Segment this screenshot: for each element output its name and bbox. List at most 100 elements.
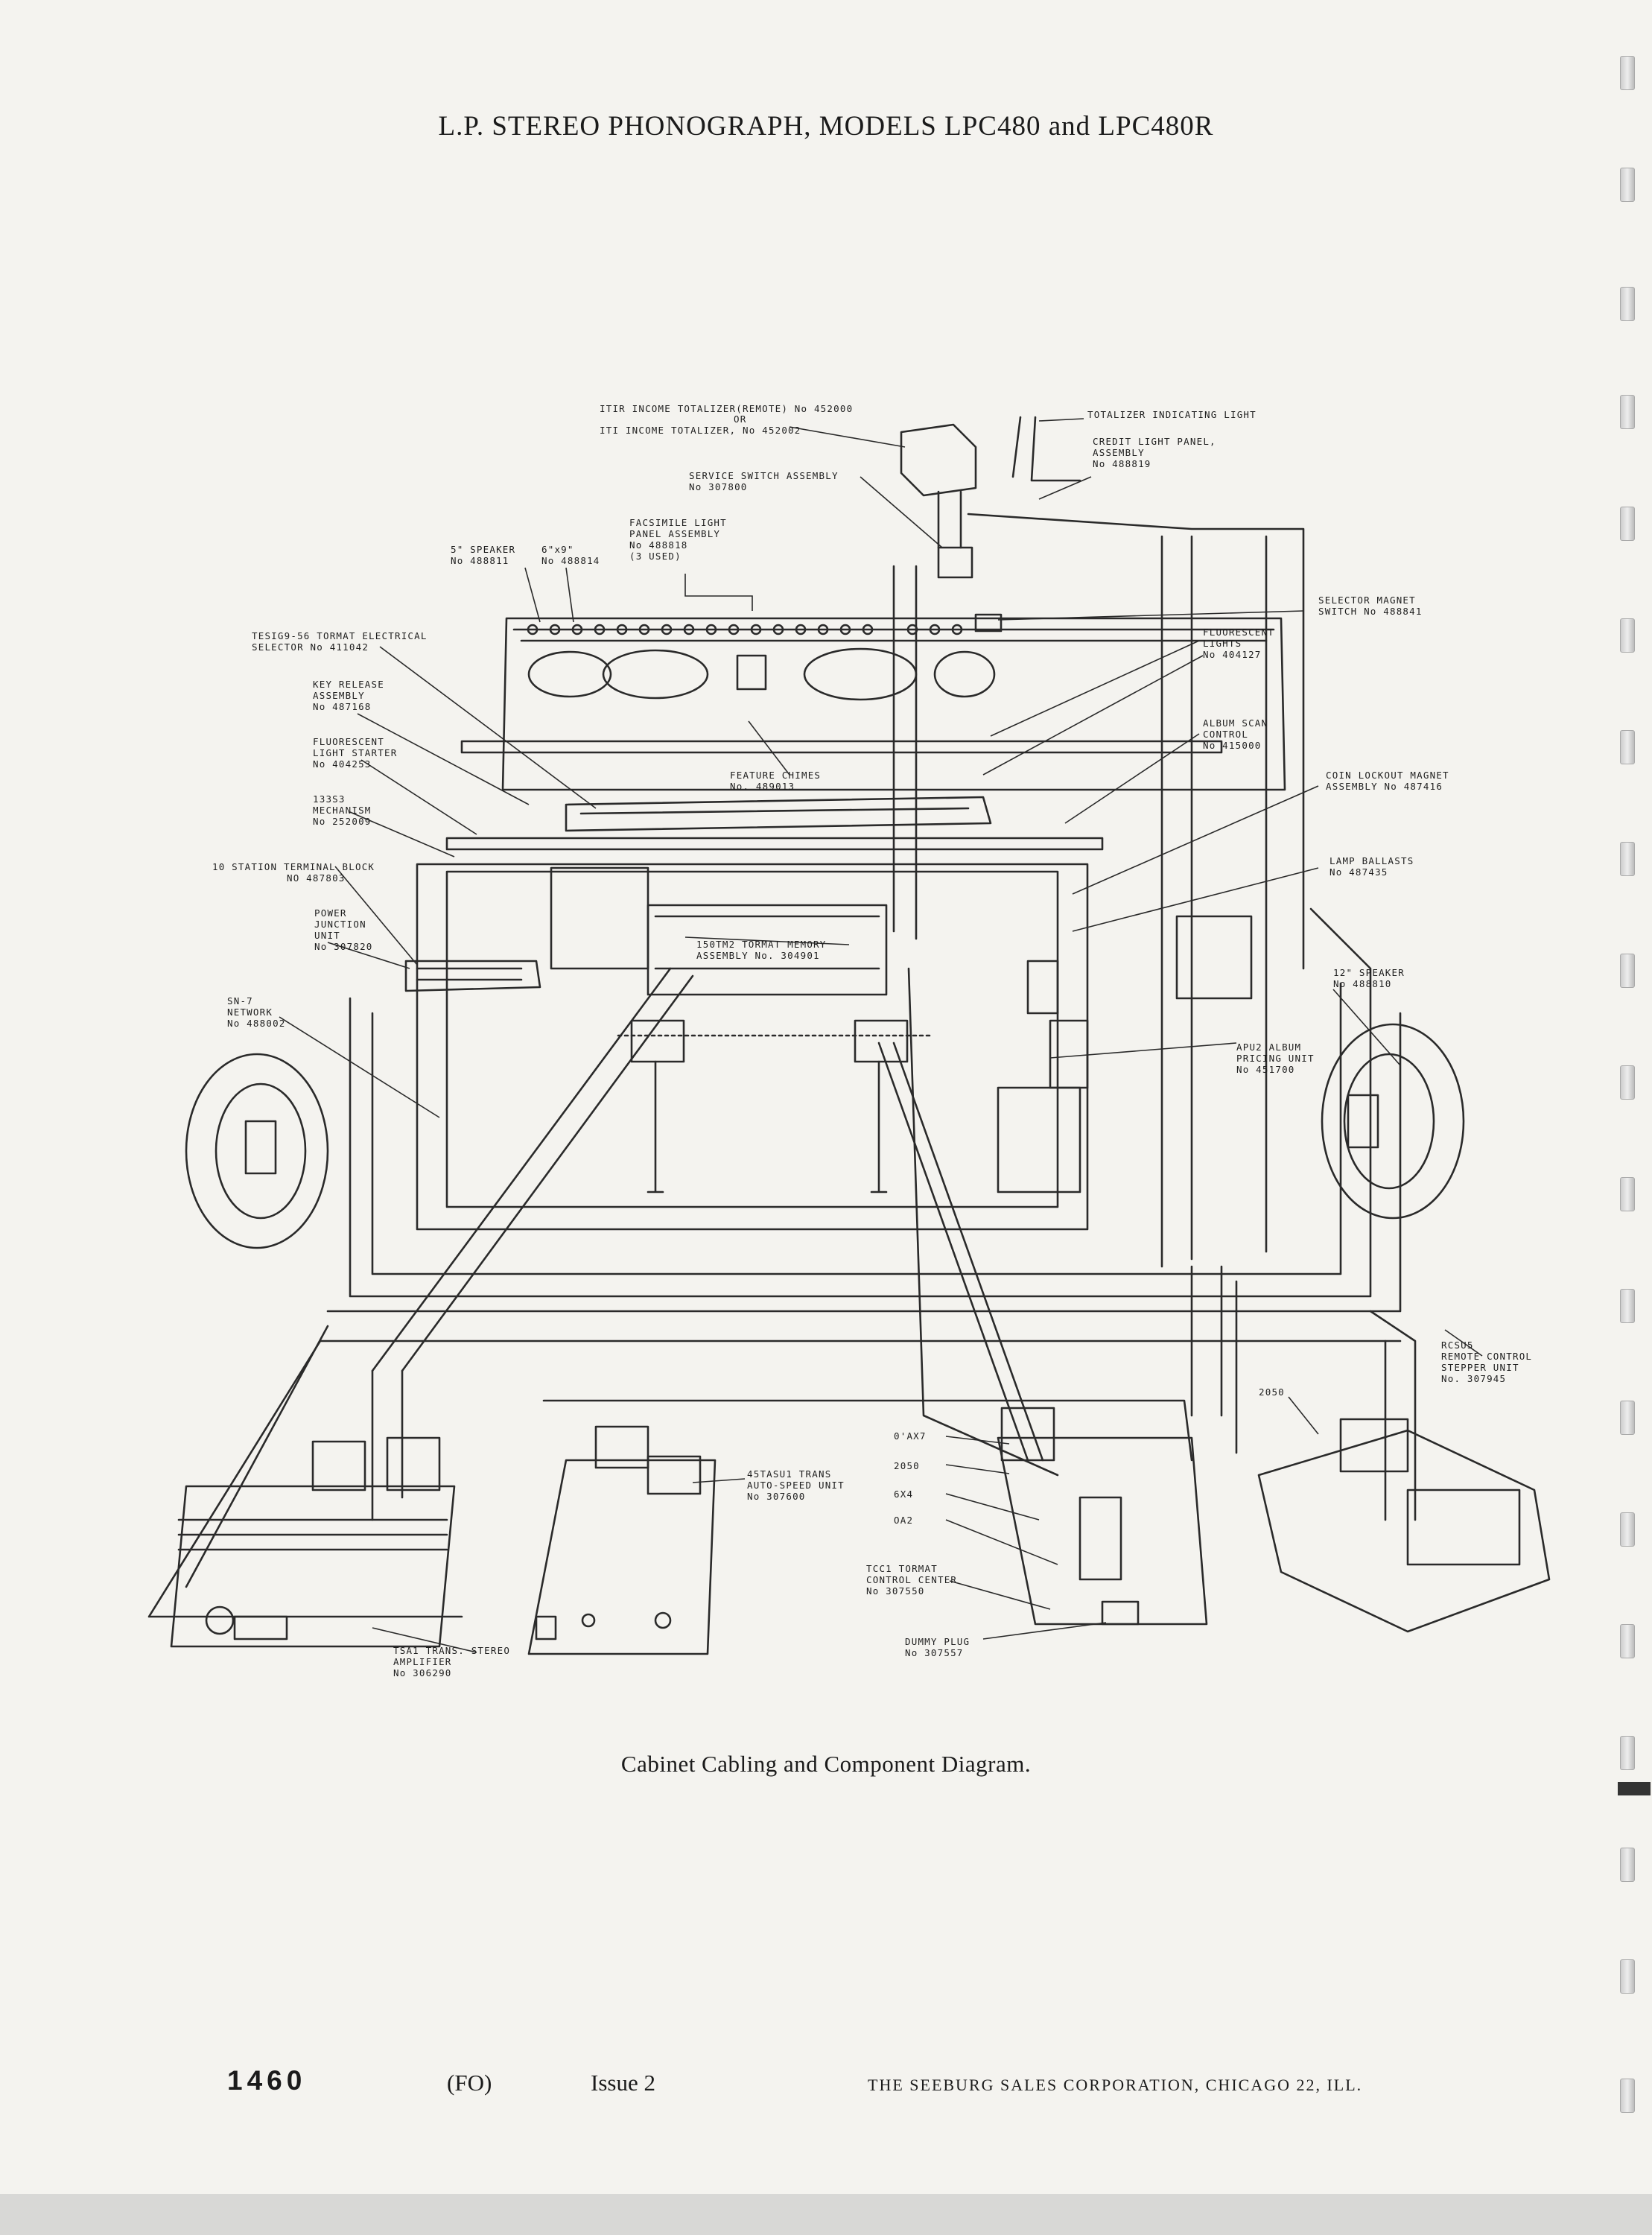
facsimile-panel-right	[803, 647, 918, 701]
label-album-scan-1: ALBUM SCAN	[1203, 717, 1268, 729]
totalizer-unit	[900, 423, 977, 497]
label-trans-1: 45TASU1 TRANS	[747, 1468, 831, 1480]
binder-ring	[1620, 1177, 1635, 1211]
label-totalizer-light: TOTALIZER INDICATING LIGHT	[1087, 409, 1257, 420]
label-key-release-3: No 487168	[313, 701, 372, 712]
label-fluor-starter-2: LIGHT STARTER	[313, 747, 397, 758]
facsimile-panel-left	[527, 650, 612, 698]
binder-ring	[1620, 168, 1635, 202]
label-facsimile-3: No 488818	[629, 539, 688, 551]
cabling-main-loop	[349, 907, 1372, 1298]
label-fluor-lights-1: FLUORESCENT	[1203, 627, 1274, 638]
label-terminal-1: 10 STATION TERMINAL BLOCK	[212, 861, 375, 872]
footer-corporation: THE SEEBURG SALES CORPORATION, CHICAGO 2…	[868, 2076, 1363, 2094]
label-terminal-2: NO 487803	[287, 872, 346, 884]
speaker-69-ellipse	[933, 650, 996, 698]
label-apu-1: APU2 ALBUM	[1236, 1042, 1301, 1053]
label-credit-panel-3: No 488819	[1093, 458, 1151, 469]
label-tube-2050a: 2050	[1259, 1386, 1285, 1398]
binder-ring	[1620, 1848, 1635, 1882]
page-number: 1460	[227, 2065, 307, 2096]
amplifier-chassis	[170, 1485, 456, 1648]
binder-ring	[1620, 1736, 1635, 1770]
label-tsa-1: TSA1 TRANS. STEREO	[393, 1645, 510, 1656]
credit-box	[736, 654, 767, 691]
label-tcc-2: CONTROL CENTER	[866, 1574, 957, 1585]
label-tsa-2: AMPLIFIER	[393, 1656, 452, 1667]
label-fluor-starter-1: FLUORESCENT	[313, 736, 384, 747]
label-iti-totalizer: ITI INCOME TOTALIZER, No 452002	[600, 425, 801, 436]
label-mech-3: No 252009	[313, 816, 372, 827]
binder-ring	[1620, 1065, 1635, 1100]
binder-ring	[1620, 1959, 1635, 1994]
label-selector-magnet-1: SELECTOR MAGNET	[1318, 595, 1416, 606]
label-spk69-1: 6"x9"	[541, 544, 574, 555]
label-fluor-lights-3: No 404127	[1203, 649, 1262, 660]
binder-ring	[1620, 1289, 1635, 1323]
lamp-ballast	[1175, 915, 1253, 1000]
label-spk12-1: 12" SPEAKER	[1333, 967, 1405, 978]
mechanism-frame	[416, 863, 1089, 1231]
stepper-chassis	[1257, 1429, 1551, 1633]
service-switch	[937, 546, 973, 579]
label-apu-2: PRICING UNIT	[1236, 1053, 1315, 1064]
label-facsimile-1: FACSIMILE LIGHT	[629, 517, 727, 528]
label-spk5-2: No 488811	[451, 555, 509, 566]
binder-ring	[1620, 618, 1635, 653]
tormat-selector-bar	[565, 796, 992, 832]
label-apu-3: No 451700	[1236, 1064, 1295, 1075]
page-title: L.P. STEREO PHONOGRAPH, MODELS LPC480 an…	[438, 111, 1214, 142]
label-album-scan-2: CONTROL	[1203, 729, 1248, 740]
bulb-row	[527, 624, 963, 635]
label-tube-0ax7: 0'AX7	[894, 1430, 927, 1442]
label-memory-1: 150TM2 TORMAT MEMORY	[696, 939, 827, 950]
label-coin-lockout-1: COIN LOCKOUT MAGNET	[1326, 770, 1449, 781]
binder-ring	[1620, 954, 1635, 988]
fluorescent-tube-lower	[445, 837, 1104, 851]
speaker-left	[185, 1053, 329, 1249]
label-key-release-1: KEY RELEASE	[313, 679, 384, 690]
label-power-2: JUNCTION	[314, 919, 366, 930]
label-service-switch-2: No 307800	[689, 481, 748, 492]
binder-ring	[1620, 842, 1635, 876]
label-rcsu-1: RCSU5	[1441, 1340, 1474, 1351]
label-itr-totalizer: ITIR INCOME TOTALIZER(REMOTE) No 452000	[600, 403, 853, 414]
label-key-release-2: ASSEMBLY	[313, 690, 365, 701]
label-tube-2050b: 2050	[894, 1460, 920, 1471]
binder-ring	[1620, 1512, 1635, 1547]
label-sn-3: No 488002	[227, 1018, 286, 1029]
binder-ring	[1620, 287, 1635, 321]
terminal-block	[404, 960, 541, 992]
label-rcsu-2: REMOTE CONTROL	[1441, 1351, 1532, 1362]
label-facsimile-4: (3 USED)	[629, 551, 682, 562]
label-mech-1: 133S3	[313, 793, 346, 805]
label-fluor-lights-2: LIGHTS	[1203, 638, 1242, 649]
label-credit-panel-1: CREDIT LIGHT PANEL,	[1093, 436, 1216, 447]
label-tcc-1: TCC1 TORMAT	[866, 1563, 938, 1574]
label-trans-3: No 307600	[747, 1491, 806, 1502]
label-spk5-1: 5" SPEAKER	[451, 544, 515, 555]
binder-ring	[1620, 395, 1635, 429]
label-service-switch-1: SERVICE SWITCH ASSEMBLY	[689, 470, 839, 481]
label-sn-2: NETWORK	[227, 1006, 273, 1018]
label-power-4: No 307820	[314, 941, 373, 952]
label-tube-0a2: OA2	[894, 1515, 913, 1526]
label-rcsu-4: No. 307945	[1441, 1373, 1506, 1384]
label-dummy-2: No 307557	[905, 1647, 964, 1658]
auto-speed-chassis	[527, 1459, 717, 1655]
label-lamp-ballasts-1: LAMP BALLASTS	[1329, 855, 1414, 866]
power-junction-box	[550, 866, 649, 970]
fluorescent-tube-upper	[460, 740, 1223, 754]
label-facsimile-2: PANEL ASSEMBLY	[629, 528, 720, 539]
light-panel-frame	[501, 617, 1286, 791]
label-coin-lockout-2: ASSEMBLY No 487416	[1326, 781, 1443, 792]
label-tcc-3: No 307550	[866, 1585, 925, 1597]
label-spk69-2: No 488814	[541, 555, 600, 566]
cabinet-cabling-diagram: ITIR INCOME TOTALIZER(REMOTE) No 452000 …	[147, 403, 1551, 1678]
scan-edge	[0, 2194, 1652, 2235]
diagram-caption: Cabinet Cabling and Component Diagram.	[620, 1751, 1032, 1777]
speaker-right	[1321, 1023, 1465, 1220]
label-mech-2: MECHANISM	[313, 805, 372, 816]
label-memory-2: ASSEMBLY No. 304901	[696, 950, 820, 961]
binder-ring	[1620, 730, 1635, 764]
